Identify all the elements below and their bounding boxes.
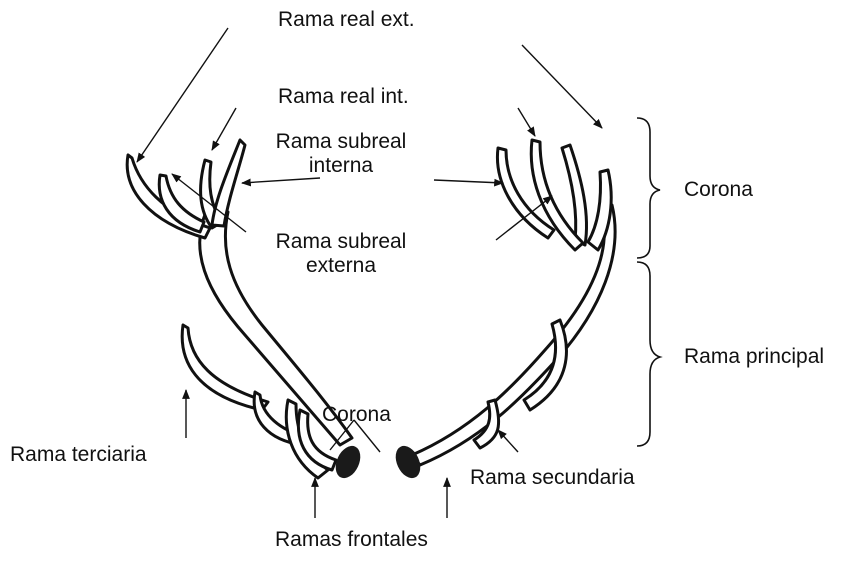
label-rama-real-int: Rama real int. [278, 85, 409, 109]
label-corona-right: Corona [684, 178, 753, 202]
arrow-real-ext-right [522, 45, 602, 128]
arrow-real-ext-left [137, 28, 228, 162]
braces [637, 118, 660, 446]
label-rama-terciaria: Rama terciaria [10, 443, 147, 467]
label-rama-principal: Rama principal [684, 345, 824, 369]
label-rama-secundaria: Rama secundaria [470, 466, 635, 490]
label-rama-subreal-interna: Rama subreal interna [270, 130, 412, 178]
label-corona-base: Corona [322, 403, 391, 427]
brace-corona [637, 118, 660, 258]
arrow-subreal-int-left [242, 178, 320, 183]
arrow-subreal-int-right [434, 180, 503, 183]
arrow-real-int-right [518, 108, 535, 136]
left-antler [127, 140, 352, 478]
label-rama-subreal-externa: Rama subreal externa [252, 230, 430, 278]
label-rama-subreal-interna-line1: Rama subreal [270, 130, 412, 154]
left-tine-subreal-ext [159, 175, 204, 232]
label-rama-subreal-externa-line1: Rama subreal [252, 230, 430, 254]
right-antler [412, 140, 615, 465]
arrow-secondary [498, 430, 518, 452]
arrow-real-int-left [212, 108, 236, 150]
label-rama-real-ext: Rama real ext. [278, 8, 415, 32]
label-rama-subreal-interna-line2: interna [270, 154, 412, 178]
label-rama-subreal-externa-line2: externa [252, 254, 430, 278]
brace-rama-principal [637, 262, 660, 446]
label-ramas-frontales: Ramas frontales [275, 528, 428, 552]
